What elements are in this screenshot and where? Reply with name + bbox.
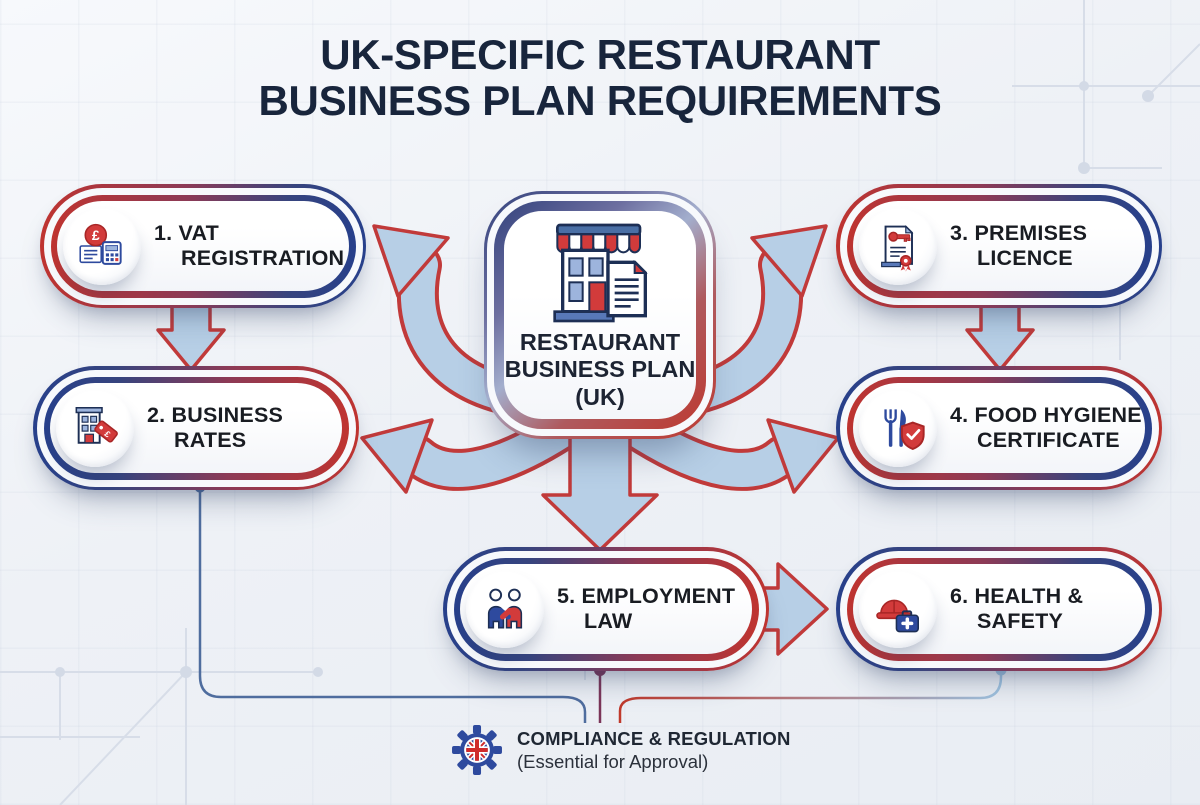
node-label-line1: 1. VAT xyxy=(154,220,219,245)
licence-certificate-key-icon xyxy=(859,207,937,285)
node-label: 2. BUSINESS RATES xyxy=(147,403,283,454)
node-food-hygiene-certificate: 4. FOOD HYGIENE CERTIFICATE xyxy=(836,366,1162,490)
center-label-line3: (UK) xyxy=(575,383,625,410)
footer-subtitle: (Essential for Approval) xyxy=(517,750,709,772)
storefront-document-icon xyxy=(553,223,648,323)
node-label-line2: REGISTRATION xyxy=(181,246,345,270)
cutlery-shield-check-icon xyxy=(859,389,937,467)
node-label-line1: 3. PREMISES xyxy=(950,220,1088,245)
center-label-line1: RESTAURANT xyxy=(519,328,681,355)
page-title-line2: BUSINESS PLAN REQUIREMENTS xyxy=(258,77,942,125)
node-label-line1: 2. BUSINESS xyxy=(147,402,284,427)
center-label-line2: BUSINESS PLAN xyxy=(504,356,696,383)
node-vat-registration: £ 1. VAT REGISTRATION xyxy=(40,184,366,308)
hard-hat-first-aid-icon xyxy=(859,570,937,648)
node-label-line1: 4. FOOD HYGIENE xyxy=(950,402,1142,427)
node-label: 3. PREMISES LICENCE xyxy=(950,221,1087,272)
page-title-line1: UK-SPECIFIC RESTAURANT xyxy=(320,31,880,78)
arrow-center-to-food-hygiene xyxy=(609,404,840,494)
arrow-vat-to-business-rates xyxy=(156,298,226,372)
footer-text: COMPLIANCE & REGULATION (Essential for A… xyxy=(517,728,791,773)
node-health-safety: 6. HEALTH & SAFETY xyxy=(836,547,1162,671)
uk-flag-gear-icon xyxy=(448,721,506,779)
handshake-icon xyxy=(466,570,544,648)
building-price-tag-icon: £ xyxy=(56,389,134,467)
arrow-center-to-business-rates xyxy=(360,404,591,494)
node-premises-licence: 3. PREMISES LICENCE xyxy=(836,184,1162,308)
tag-pound-symbol-glyph: £ xyxy=(103,429,113,440)
node-label-line2: SAFETY xyxy=(977,609,1064,633)
node-label-line2: LAW xyxy=(584,609,633,633)
connector-health-safety-to-footer xyxy=(618,670,1003,723)
arrow-premises-to-food-hygiene xyxy=(965,298,1035,372)
node-employment-law: 5. EMPLOYMENT LAW xyxy=(443,547,769,671)
node-label: 6. HEALTH & SAFETY xyxy=(950,584,1083,635)
footer-compliance: COMPLIANCE & REGULATION (Essential for A… xyxy=(448,721,791,779)
node-label-line2: RATES xyxy=(174,428,247,452)
node-restaurant-business-plan: RESTAURANT BUSINESS PLAN (UK) xyxy=(484,191,716,439)
arrow-center-to-employment xyxy=(541,426,659,552)
node-label-line1: 5. EMPLOYMENT xyxy=(557,583,736,608)
node-business-rates: £ 2. BUSINESS RATES xyxy=(33,366,359,490)
footer-title: COMPLIANCE & REGULATION xyxy=(517,727,791,749)
connector-business-rates-to-footer xyxy=(198,487,587,723)
node-label-line1: 6. HEALTH & xyxy=(950,583,1084,608)
node-label-line2: LICENCE xyxy=(977,246,1073,270)
node-label: 1. VAT REGISTRATION xyxy=(154,221,344,272)
page-title: UK-SPECIFIC RESTAURANT BUSINESS PLAN REQ… xyxy=(0,31,1200,125)
node-label: 4. FOOD HYGIENE CERTIFICATE xyxy=(950,403,1142,454)
pound-symbol-glyph: £ xyxy=(92,227,100,243)
pound-sign-calculator-icon: £ xyxy=(63,207,141,285)
node-label-line2: CERTIFICATE xyxy=(977,428,1120,452)
center-node-label: RESTAURANT BUSINESS PLAN (UK) xyxy=(505,329,696,411)
node-label: 5. EMPLOYMENT LAW xyxy=(557,584,735,635)
